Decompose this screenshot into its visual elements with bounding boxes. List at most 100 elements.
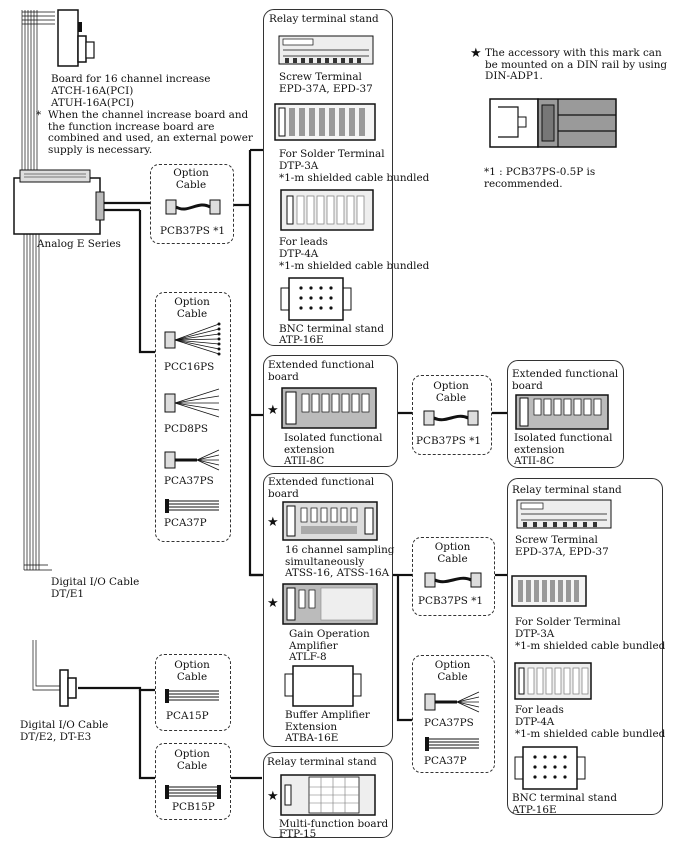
option-cable-4-label: Option Cable: [434, 659, 471, 683]
sampling-board-icon: [282, 501, 378, 541]
relay1-item3-name: BNC terminal stand: [279, 323, 385, 335]
buffer-amplifier-icon: [284, 665, 362, 707]
dio-cable-1-model: DT/E1: [51, 588, 84, 600]
dio-cable-1-label: Digital I/O Cable: [51, 576, 140, 588]
relay-stand-3-title: Relay terminal stand: [267, 756, 377, 768]
option-cable-6-box: [155, 743, 231, 820]
ext-board-2-title: Extended functional board: [512, 368, 619, 392]
ext-board-1-model: ATII-8C: [284, 455, 325, 467]
relay2-item3-model: ATP-16E: [512, 804, 557, 816]
cable-pca37p-icon: [165, 499, 219, 513]
ext-board-3-item0-model: ATSS-16, ATSS-16A: [285, 567, 390, 579]
board-16ch-illustration: [57, 9, 95, 67]
analog-label: Analog E Series: [37, 238, 121, 250]
ext-board-1-star: ★: [267, 403, 279, 418]
relay2-item1-name: For Solder Terminal: [515, 616, 621, 628]
option-cable-2-model: PCB37PS *1: [416, 435, 482, 447]
cable-pcb37ps-3-icon: [424, 572, 482, 588]
option-cable-3-model: PCB37PS *1: [418, 595, 484, 607]
option-cable-6-label: Option Cable: [174, 748, 210, 772]
cable-pcb37ps-icon: [165, 199, 221, 215]
ext-board-3-title: Extended functional board: [268, 476, 375, 500]
cable-pca37ps-2-icon: [424, 691, 480, 713]
ext-board-1-name: Isolated functional extension: [284, 432, 383, 456]
ext-board-2-model: ATII-8C: [514, 455, 555, 467]
dio-connector-icon: [59, 669, 77, 707]
dio-cable-2-label: Digital I/O Cable: [20, 719, 109, 731]
solder-terminal-icon: [274, 103, 376, 141]
relay2-item1-model: DTP-3A: [515, 628, 555, 640]
relay1-item0-name: Screw Terminal: [279, 71, 362, 83]
screw-terminal-icon: [278, 35, 374, 65]
cable-pca37p-2-icon: [425, 737, 479, 751]
option-cable-5-label: Option Cable: [174, 659, 210, 683]
ext-board-3-item2-model: ATBA-16E: [285, 732, 339, 744]
note-power-mark: *: [36, 109, 42, 121]
ext-board-3-item0-star: ★: [267, 515, 279, 530]
screw-terminal-2-icon: [516, 499, 612, 529]
option-cable-2-label: Option Cable: [433, 380, 469, 404]
option-cable-1-label: Option Cable: [173, 167, 209, 191]
option-cable-5-model: PCA15P: [166, 710, 209, 722]
cable-pca37ps-icon: [164, 449, 220, 471]
option-cable-group-model-3: PCA37P: [164, 517, 207, 529]
option-cable-1-box: [150, 164, 234, 244]
relay1-item3-model: ATP-16E: [279, 334, 324, 346]
relay2-item2-model: DTP-4A: [515, 716, 555, 728]
relay1-item1-name: For Solder Terminal: [279, 148, 385, 160]
bnc-terminal-2-icon: [514, 746, 586, 790]
cable-pcb15p-icon: [165, 785, 221, 799]
gain-amplifier-icon: [282, 583, 378, 625]
relay-stand-3-name: Multi-function board: [279, 818, 389, 830]
relay2-item0-model: EPD-37A, EPD-37: [515, 546, 609, 558]
dio-cable-2-model: DT/E2, DT-E3: [20, 731, 92, 743]
board16-title: Board for 16 channel increase: [51, 73, 211, 85]
cable-pcd8ps-icon: [164, 388, 220, 418]
relay1-item2-model: DTP-4A: [279, 248, 319, 260]
footnote-text: *1 : PCB37PS-0.5P is recommended.: [484, 166, 596, 190]
star-note-text: The accessory with this mark can be moun…: [485, 47, 668, 83]
relay1-item0-model: EPD-37A, EPD-37: [279, 83, 373, 95]
option-cable-3-label: Option Cable: [434, 541, 471, 565]
cable-pcb37ps-2-icon: [423, 410, 479, 426]
cable-pca15p-icon: [165, 689, 219, 703]
relay-stand-2-title: Relay terminal stand: [512, 484, 622, 496]
ext-board-3-item1-name: Gain Operation Amplifier: [289, 628, 370, 652]
board16-models: ATCH-16A(PCI) ATUH-16A(PCI): [51, 85, 135, 109]
analog-board-illustration: [13, 169, 105, 235]
ext-board-3-item0-name: 16 channel sampling simultaneously: [285, 544, 395, 568]
multi-function-board-icon: [280, 774, 376, 816]
bnc-terminal-icon: [280, 277, 352, 321]
note-power-text: When the channel increase board and the …: [48, 109, 253, 156]
relay-stand-3-model: FTP-15: [279, 828, 317, 840]
relay2-item3-name: BNC terminal stand: [512, 792, 618, 804]
leads-terminal-icon: [280, 189, 374, 231]
relay1-item1-note: *1-m shielded cable bundled: [279, 172, 430, 184]
relay1-item2-note: *1-m shielded cable bundled: [279, 260, 430, 272]
relay1-item1-model: DTP-3A: [279, 160, 319, 172]
relay2-item2-name: For leads: [515, 704, 564, 716]
option-cable-group-model-2: PCA37PS: [164, 475, 214, 487]
ext-board-2-name: Isolated functional extension: [514, 432, 613, 456]
solder-terminal-2-icon: [511, 575, 587, 607]
option-cable-group-model-0: PCC16PS: [164, 361, 215, 373]
option-cable-1-model: PCB37PS *1: [160, 225, 226, 237]
relay2-item1-note: *1-m shielded cable bundled: [515, 640, 666, 652]
option-cable-4-box: [412, 655, 495, 773]
ext-board-3-item2-name: Buffer Amplifier Extension: [285, 709, 370, 733]
isolated-extension-2-icon: [515, 394, 609, 430]
option-cable-group-model-1: PCD8PS: [164, 423, 208, 435]
din-adp1-icon: [489, 98, 617, 148]
option-cable-4-model-1: PCA37P: [424, 755, 467, 767]
relay-stand-1-title: Relay terminal stand: [269, 13, 379, 25]
relay1-item2-name: For leads: [279, 236, 328, 248]
cable-pcc16ps-icon: [164, 322, 221, 356]
isolated-extension-icon: [281, 387, 377, 429]
ext-board-1-title: Extended functional board: [268, 359, 375, 383]
star-note-mark: ★: [470, 46, 482, 61]
relay-stand-3-star: ★: [267, 789, 279, 804]
leads-terminal-2-icon: [514, 662, 592, 700]
option-cable-4-model-0: PCA37PS: [424, 717, 474, 729]
ext-board-3-item1-model: ATLF-8: [289, 651, 327, 663]
relay2-item0-name: Screw Terminal: [515, 534, 598, 546]
